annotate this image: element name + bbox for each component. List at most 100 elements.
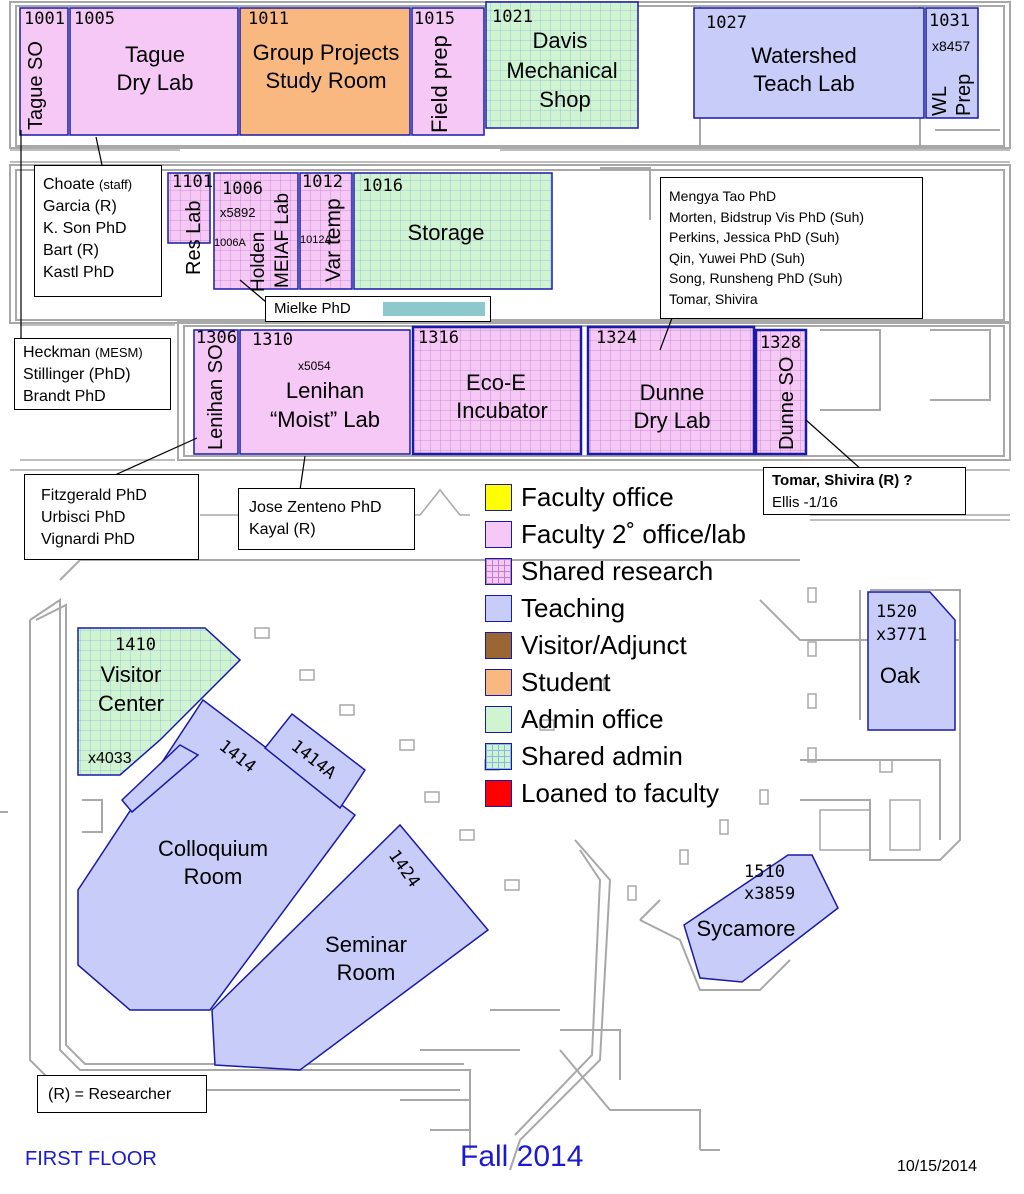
legend-label: Shared research: [521, 556, 714, 586]
room-1101[interactable]: [167, 172, 211, 244]
room-1021-number: 1021: [492, 7, 533, 27]
occupant-choate-role: (staff): [99, 177, 133, 192]
room-1016-number: 1016: [362, 176, 403, 196]
room-1021-name-line2: Mechanical: [506, 58, 617, 83]
room-1011-name-line1: Group Projects: [253, 40, 400, 65]
room-1520-number: 1520: [876, 602, 917, 622]
room-1016[interactable]: [353, 172, 553, 290]
legend-swatch: [485, 521, 512, 548]
room-1006a-number: 1006A: [214, 237, 246, 249]
room-1520-name: Oak: [880, 663, 921, 688]
researcher-key: (R) = Researcher: [37, 1075, 207, 1113]
room-1006-number: 1006: [222, 179, 263, 199]
occupants-1006a: Mielke PhD: [265, 296, 491, 322]
room-1324-name-line2: Dry Lab: [633, 408, 710, 433]
room-1410-number: 1410: [115, 635, 156, 655]
room-1414[interactable]: [77, 698, 357, 1011]
occupant-urbisci: Urbisci PhD: [41, 509, 126, 526]
room-1006-name-line1: Holden: [248, 232, 269, 292]
occupant-kastl: Kastl PhD: [43, 264, 115, 281]
room-1006[interactable]: [213, 172, 299, 290]
room-1027[interactable]: [693, 7, 925, 119]
room-1306-name: Lenihan SO: [205, 344, 227, 450]
room-1015[interactable]: [411, 7, 485, 136]
occupant-heckman-role: (MESM): [95, 345, 143, 360]
room-1328[interactable]: [754, 328, 808, 456]
occupant-tao: Mengya Tao PhD: [669, 188, 777, 204]
room-1520-extension: x3771: [876, 625, 927, 645]
room-1414-name-line1: Colloquium: [158, 836, 268, 861]
room-1012[interactable]: [299, 172, 353, 290]
room-1101-name: Res Lab: [183, 201, 205, 276]
room-1316-name-line1: Eco-E: [466, 370, 526, 395]
legend-label: Loaned to faculty: [521, 778, 720, 808]
occupant-tomar: Tomar, Shivira: [669, 290, 758, 307]
legend-swatch: [485, 632, 512, 659]
occupants-1001: Heckman (MESM) Stillinger (PhD) Brandt P…: [14, 338, 171, 410]
occupant-bart: Bart (R): [43, 242, 99, 259]
room-1011-number: 1011: [248, 9, 289, 29]
legend-label: Faculty office: [521, 482, 674, 512]
room-1001[interactable]: [19, 7, 69, 136]
room-1306-number: 1306: [196, 328, 237, 348]
room-1027-name-line2: Teach Lab: [753, 71, 855, 96]
legend-swatch: [485, 484, 512, 511]
mielke-bar: [383, 302, 485, 316]
legend-label: Visitor/Adjunct: [521, 630, 687, 660]
occupant-zenteno: Jose Zenteno PhD: [249, 499, 382, 516]
room-1005-number: 1005: [74, 9, 115, 29]
room-1316[interactable]: [411, 325, 583, 456]
room-1021-name-line3: Shop: [539, 87, 590, 112]
legend-label: Teaching: [521, 593, 626, 623]
room-1324-name-line1: Dunne: [640, 380, 705, 405]
room-1410[interactable]: [77, 627, 242, 776]
room-1424[interactable]: [211, 823, 490, 1071]
legend-swatch: [485, 780, 512, 807]
room-1510-name: Sycamore: [696, 916, 795, 941]
room-1027-number: 1027: [706, 13, 747, 33]
room-1031[interactable]: [925, 7, 979, 119]
occupant-fitzgerald: Fitzgerald PhD: [41, 487, 147, 504]
room-1310-number: 1310: [252, 330, 293, 350]
occupant-kayal: Kayal (R): [249, 521, 316, 538]
room-1031-number: 1031: [929, 11, 970, 31]
room-1031-name-line2: Prep: [953, 74, 975, 116]
room-1011-name-line2: Study Room: [265, 68, 386, 93]
room-1006-extension: x5892: [220, 205, 255, 220]
room-1424-name-line1: Seminar: [325, 932, 407, 957]
room-1324[interactable]: [586, 325, 756, 456]
occupants-1310: Jose Zenteno PhD Kayal (R): [238, 488, 415, 550]
room-1520[interactable]: [867, 591, 956, 731]
room-1031-extension: x8457: [932, 38, 970, 54]
legend-swatch: [485, 706, 512, 733]
room-1316-number: 1316: [418, 328, 459, 348]
room-1310[interactable]: [239, 329, 411, 455]
occupants-1005: Choate (staff) Garcia (R) K. Son PhD Bar…: [34, 165, 162, 297]
room-1012a-number: 1012A: [300, 234, 332, 246]
leader-lines: [20, 130, 863, 491]
occupants-1328: Tomar, Shivira (R) ? Ellis -1/16: [763, 467, 966, 515]
room-1328-number: 1328: [760, 333, 801, 353]
researcher-key-text: (R) = Researcher: [48, 1086, 172, 1103]
occupant-qin: Qin, Yuwei PhD (Suh): [669, 249, 805, 266]
occupant-vignardi: Vignardi PhD: [41, 531, 135, 548]
occupant-morten: Morten, Bidstrup Vis PhD (Suh): [669, 208, 865, 225]
legend-swatch: [485, 595, 512, 622]
room-1510-number: 1510: [744, 862, 785, 882]
room-1027-name-line1: Watershed: [751, 43, 857, 68]
occupant-choate: Choate: [43, 176, 95, 193]
room-1306[interactable]: [193, 329, 239, 455]
room-1328-name: Dunne SO: [776, 357, 798, 450]
room-1414a[interactable]: [263, 712, 367, 810]
room-1015-number: 1015: [414, 9, 455, 29]
room-1006-name-line2: MEIAF Lab: [272, 193, 293, 288]
occupant-ellis: Ellis -1/16: [772, 494, 838, 511]
room-1011[interactable]: [239, 7, 411, 136]
room-1015-name: Field prep: [427, 35, 452, 133]
room-1021[interactable]: [485, 1, 639, 129]
room-1005[interactable]: [69, 7, 239, 136]
room-1424-name-line2: Room: [337, 960, 396, 985]
room-1510[interactable]: [683, 854, 839, 983]
room-1021-name-line1: Davis: [532, 28, 587, 53]
